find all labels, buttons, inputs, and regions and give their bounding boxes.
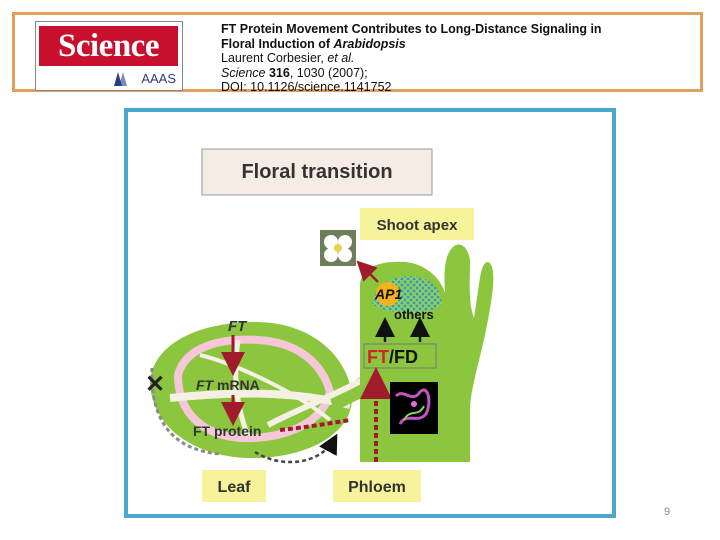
citation-title-line1: FT Protein Movement Contributes to Long-… (221, 22, 602, 36)
leaf-to-stem-vein (266, 373, 372, 428)
ft-gene-label: FT (228, 318, 248, 335)
citation-doi: DOI: 10.1126/science.1141752 (221, 80, 392, 94)
phloem-label: Phloem (348, 479, 406, 496)
phloem-loading-arrow (254, 433, 338, 464)
citation-header: Science AAAS FT Protein Movement Contrib… (12, 12, 703, 95)
ft-mrna-label: FT mRNA (196, 377, 260, 393)
page-number: 9 (664, 506, 671, 518)
leaf-shape (150, 322, 352, 459)
ap1-marker (376, 282, 400, 306)
aaas-mark-icon (114, 72, 127, 86)
diagram-title: Floral transition (241, 161, 392, 183)
phloem-label-box (333, 470, 421, 502)
ftfd-box (363, 343, 437, 369)
ft-protein-label: FT protein (193, 423, 261, 439)
ap1-label: AP1 (374, 286, 402, 302)
citation-title-line2: Floral Induction of Arabidopsis (221, 36, 406, 51)
blocked-x-mark: ✕ (145, 371, 165, 398)
citation-journal: Science 316, 1030 (2007); (221, 65, 368, 80)
floral-transition-figure: Floral transition Shoot apex (124, 108, 616, 518)
shoot-apex-label-box (360, 208, 474, 240)
flower-icon (320, 230, 356, 266)
science-logo-wordmark: Science (39, 26, 178, 66)
ap1-to-flower-arrow (356, 260, 379, 283)
leaf-label: Leaf (218, 479, 252, 496)
plant-diagram: Floral transition Shoot apex (145, 148, 494, 502)
citation-text: FT Protein Movement Contributes to Long-… (221, 22, 691, 95)
aaas-publisher-label: AAAS (141, 71, 176, 86)
ft-protein-structure-icon (390, 382, 438, 434)
science-logo: Science AAAS (35, 21, 183, 91)
others-label: others (394, 307, 434, 322)
leaf-label-box (202, 470, 266, 502)
title-box (201, 148, 433, 196)
ftfd-label: FT/FD (367, 347, 418, 367)
citation-authors: Laurent Corbesier, et al. (221, 51, 355, 65)
shoot-apex-label: Shoot apex (377, 217, 459, 234)
